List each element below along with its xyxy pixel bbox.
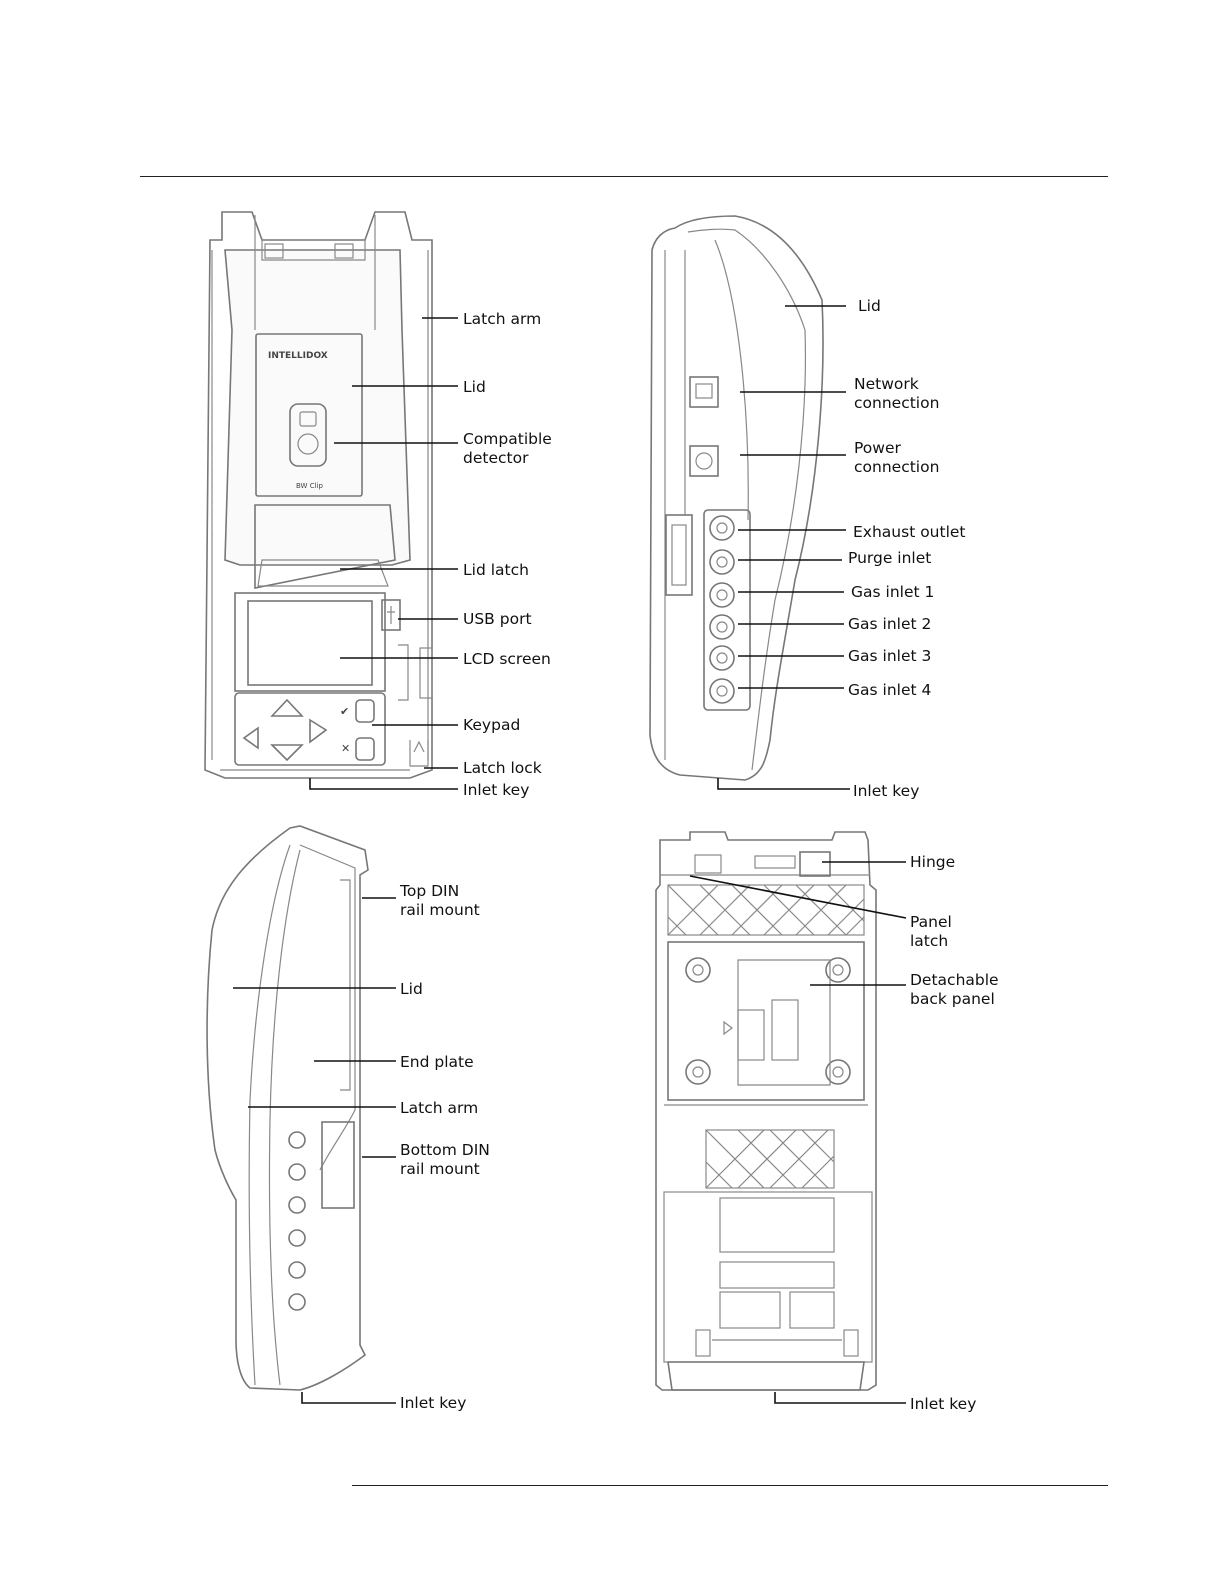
label-left-latch-arm: Latch arm <box>400 1099 478 1117</box>
hinge-shape <box>799 851 831 877</box>
label-bottom-din-line1: Bottom DIN <box>400 1141 490 1159</box>
label-compatible-detector-line2: detector <box>463 449 529 467</box>
label-gas-inlet-3: Gas inlet 3 <box>848 647 931 665</box>
label-lid: Lid <box>463 378 486 396</box>
label-left-inlet-key: Inlet key <box>400 1394 466 1412</box>
footer-rule <box>352 1485 1108 1486</box>
lid-panel <box>255 333 363 497</box>
power-port-shape <box>689 445 719 477</box>
usb-port-shape <box>381 599 401 631</box>
label-network-connection-line1: Network <box>854 375 919 393</box>
label-panel-latch-line2: latch <box>910 932 948 950</box>
detector-label: BW Clip <box>296 482 323 490</box>
right-side-view-illustration <box>649 215 824 781</box>
brand-logo: INTELLIDOX <box>268 351 328 361</box>
label-compatible-detector-line1: Compatible <box>463 430 552 448</box>
label-purge-inlet: Purge inlet <box>848 549 931 567</box>
label-back-inlet-key: Inlet key <box>910 1395 976 1413</box>
label-network-connection-line2: connection <box>854 394 939 412</box>
lcd-screen-shape <box>247 600 373 686</box>
label-inlet-key: Inlet key <box>463 781 529 799</box>
label-hinge: Hinge <box>910 853 955 871</box>
network-port-shape <box>689 376 719 408</box>
label-detachable-back-panel-line2: back panel <box>910 990 995 1008</box>
label-end-plate: End plate <box>400 1053 474 1071</box>
label-lid-latch: Lid latch <box>463 561 529 579</box>
detector-shape <box>289 403 327 467</box>
label-latch-arm: Latch arm <box>463 310 541 328</box>
label-top-din-line2: rail mount <box>400 901 480 919</box>
label-power-connection-line2: connection <box>854 458 939 476</box>
back-view-illustration <box>655 831 877 1391</box>
bottom-din-shape <box>321 1121 355 1209</box>
label-lcd-screen: LCD screen <box>463 650 551 668</box>
inlet-panel <box>703 509 751 711</box>
left-side-view-illustration <box>206 825 369 1391</box>
label-panel-latch-line1: Panel <box>910 913 952 931</box>
back-panel-shape <box>667 941 865 1101</box>
label-bottom-din-line2: rail mount <box>400 1160 480 1178</box>
header-rule <box>140 176 1108 177</box>
label-exhaust-outlet: Exhaust outlet <box>853 523 966 541</box>
label-gas-inlet-2: Gas inlet 2 <box>848 615 931 633</box>
lcd-outer <box>234 592 386 692</box>
svg-text:✔: ✔ <box>340 705 349 718</box>
label-side-inlet-key: Inlet key <box>853 782 919 800</box>
label-gas-inlet-1: Gas inlet 1 <box>851 583 934 601</box>
label-keypad: Keypad <box>463 716 520 734</box>
lid-shape <box>224 249 411 566</box>
front-view-illustration: INTELLIDOX BW Clip ✔ ✕ <box>204 211 433 779</box>
label-gas-inlet-4: Gas inlet 4 <box>848 681 931 699</box>
label-left-lid: Lid <box>400 980 423 998</box>
label-power-connection-line1: Power <box>854 439 901 457</box>
label-side-lid: Lid <box>858 297 881 315</box>
label-usb-port: USB port <box>463 610 532 628</box>
svg-text:✕: ✕ <box>341 742 350 755</box>
label-detachable-back-panel-line1: Detachable <box>910 971 999 989</box>
label-latch-lock: Latch lock <box>463 759 542 777</box>
label-top-din-line1: Top DIN <box>399 882 459 900</box>
keypad-shape <box>234 692 386 766</box>
